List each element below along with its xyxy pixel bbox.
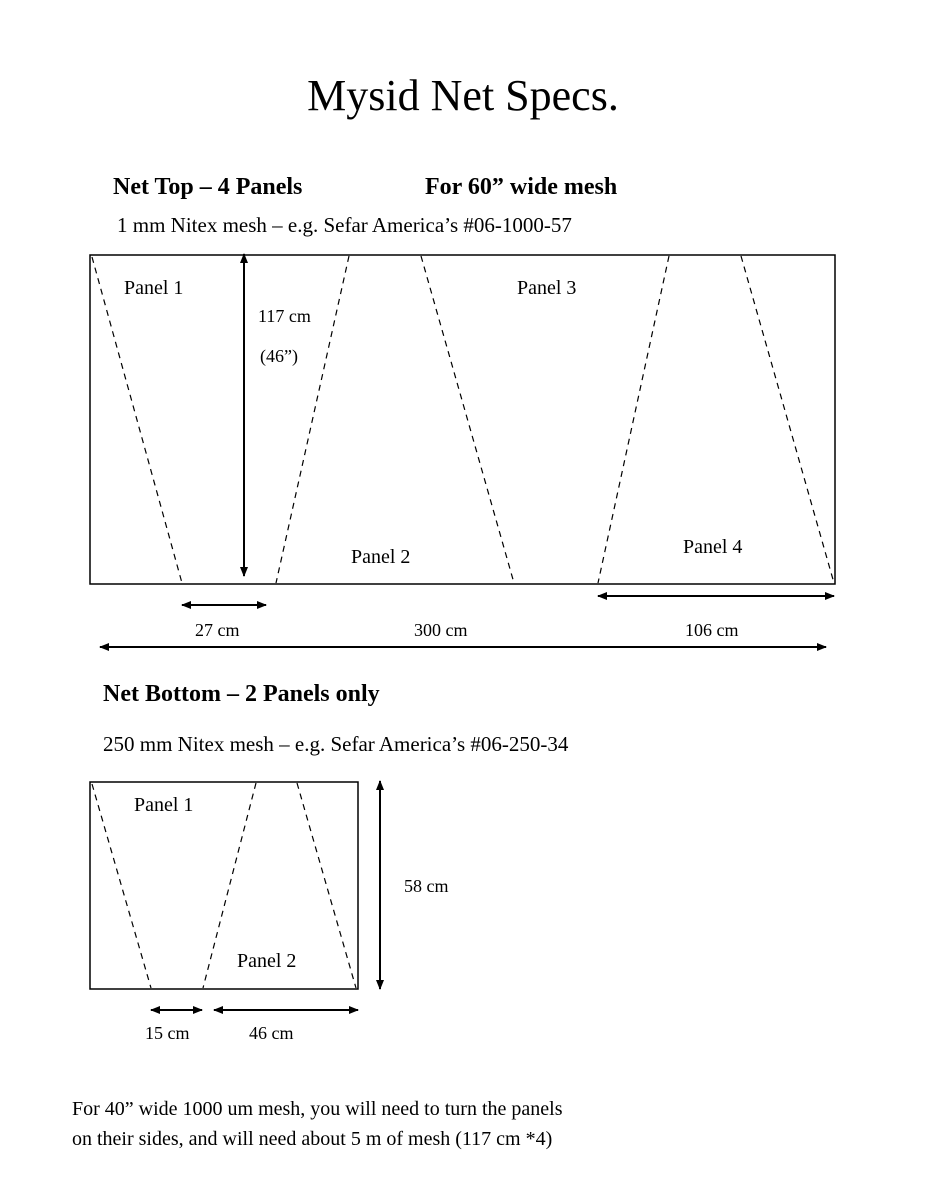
net-bottom-panel-1-label: Panel 1 (134, 794, 194, 816)
net-bottom-height-label: 58 cm (404, 876, 449, 896)
net-top-heading: Net Top – 4 Panels (113, 174, 303, 200)
net-bottom-cut-lines (91, 782, 357, 989)
net-bottom-wide-width-label: 46 cm (249, 1023, 294, 1043)
net-top-total-length-label: 300 cm (414, 620, 468, 640)
net-top-panel-2-label: Panel 2 (351, 546, 411, 568)
net-top-panel-4-label: Panel 4 (683, 536, 743, 558)
net-bottom-panel-2-label: Panel 2 (237, 950, 297, 972)
net-top-height-inches-label: (46”) (260, 346, 298, 366)
footnote-line-2: on their sides, and will need about 5 m … (72, 1128, 553, 1150)
net-top-material: 1 mm Nitex mesh – e.g. Sefar America’s #… (117, 213, 572, 237)
net-top-panel-3-label: Panel 3 (517, 277, 577, 299)
net-bottom-heading: Net Bottom – 2 Panels only (103, 681, 380, 707)
footnote-line-1: For 40” wide 1000 um mesh, you will need… (72, 1098, 563, 1120)
net-top-narrow-width-label: 27 cm (195, 620, 240, 640)
page-title: Mysid Net Specs. (307, 71, 619, 120)
net-top-cut-lines (91, 255, 835, 584)
net-bottom-narrow-width-label: 15 cm (145, 1023, 190, 1043)
net-bottom-material: 250 mm Nitex mesh – e.g. Sefar America’s… (103, 732, 569, 756)
net-top-wide-width-label: 106 cm (685, 620, 739, 640)
net-top-outline (89, 254, 836, 585)
net-top-height-label: 117 cm (258, 306, 311, 326)
net-top-width-note: For 60” wide mesh (425, 174, 618, 200)
net-top-panel-1-label: Panel 1 (124, 277, 184, 299)
net-bottom-outline (89, 781, 359, 990)
